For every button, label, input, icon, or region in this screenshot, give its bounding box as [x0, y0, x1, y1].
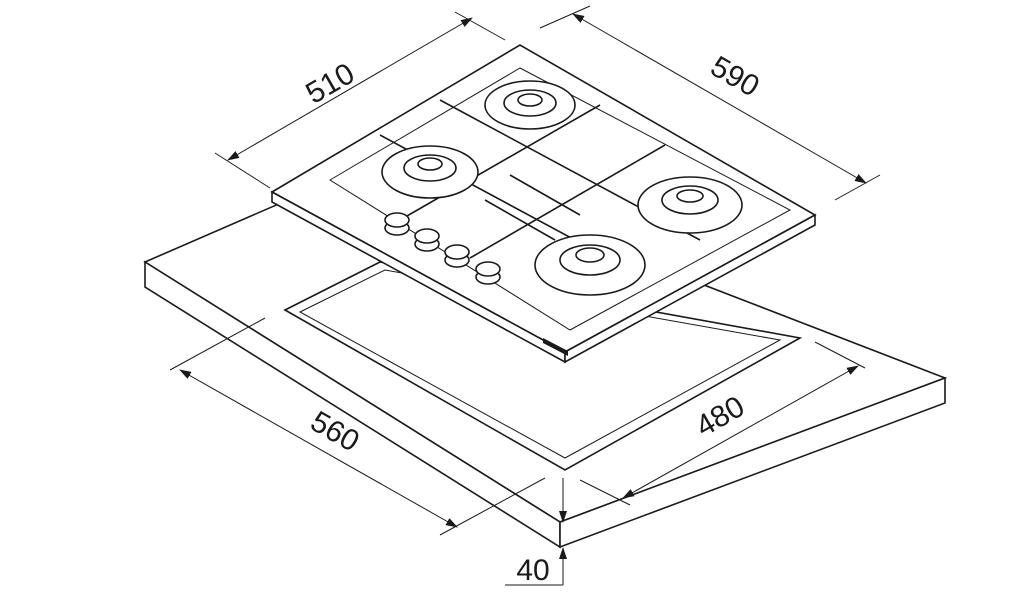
dimension-countertop-thickness: 40 [505, 478, 567, 587]
burner-left [381, 145, 479, 199]
burner-rear [484, 80, 576, 130]
knob-2 [414, 228, 440, 252]
knob-4 [475, 261, 501, 285]
control-knobs [384, 212, 501, 285]
cutout [283, 261, 803, 471]
burner-front [534, 234, 646, 296]
knob-3 [444, 244, 470, 268]
burner-right [637, 176, 743, 234]
dimension-label-40: 40 [516, 554, 549, 587]
brand-logo [543, 338, 568, 356]
knob-1 [384, 212, 410, 236]
dimension-label-510: 510 [300, 57, 360, 111]
